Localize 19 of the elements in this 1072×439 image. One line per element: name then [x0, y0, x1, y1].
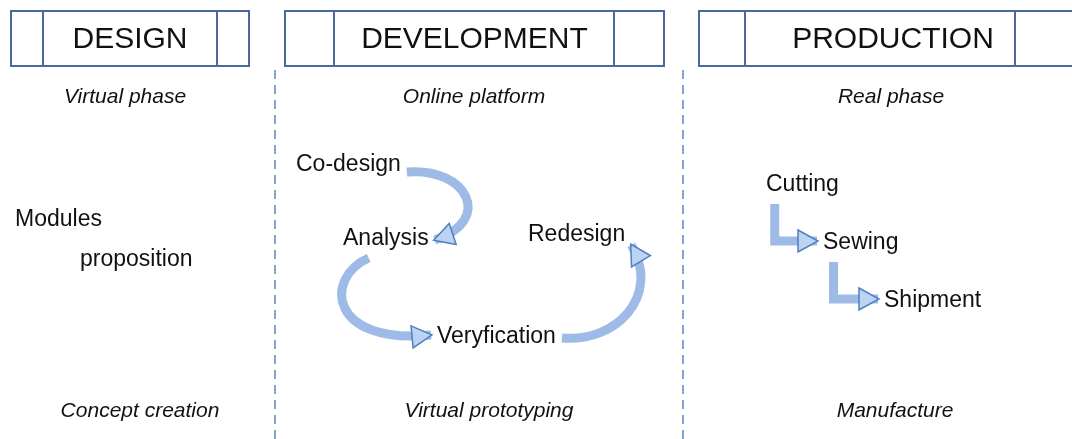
phase-header-box: DEVELOPMENT	[284, 10, 665, 67]
phase-caption: Manufacture	[836, 398, 954, 422]
phase-caption: Real phase	[837, 84, 945, 108]
curved-block-arrow	[561, 243, 651, 343]
step-label: Analysis	[343, 222, 429, 252]
phase-caption: Online platform	[402, 84, 546, 108]
phase-header-box: DESIGN	[10, 10, 250, 67]
phase-caption: Concept creation	[60, 398, 220, 422]
step-label: Shipment	[884, 284, 982, 314]
phase-caption: Virtual phase	[63, 84, 187, 108]
step-label: Sewing	[823, 226, 899, 256]
step-label: Veryfication	[437, 320, 556, 350]
step-label: Co-design	[296, 148, 401, 178]
step-label: Redesign	[528, 218, 626, 248]
step-label: Cutting	[766, 168, 839, 198]
stage-label: Modules proposition	[15, 204, 194, 273]
phase-caption: Virtual prototyping	[404, 398, 574, 422]
curved-block-arrow	[406, 167, 473, 245]
phase-header-box: PRODUCTION	[698, 10, 1072, 67]
